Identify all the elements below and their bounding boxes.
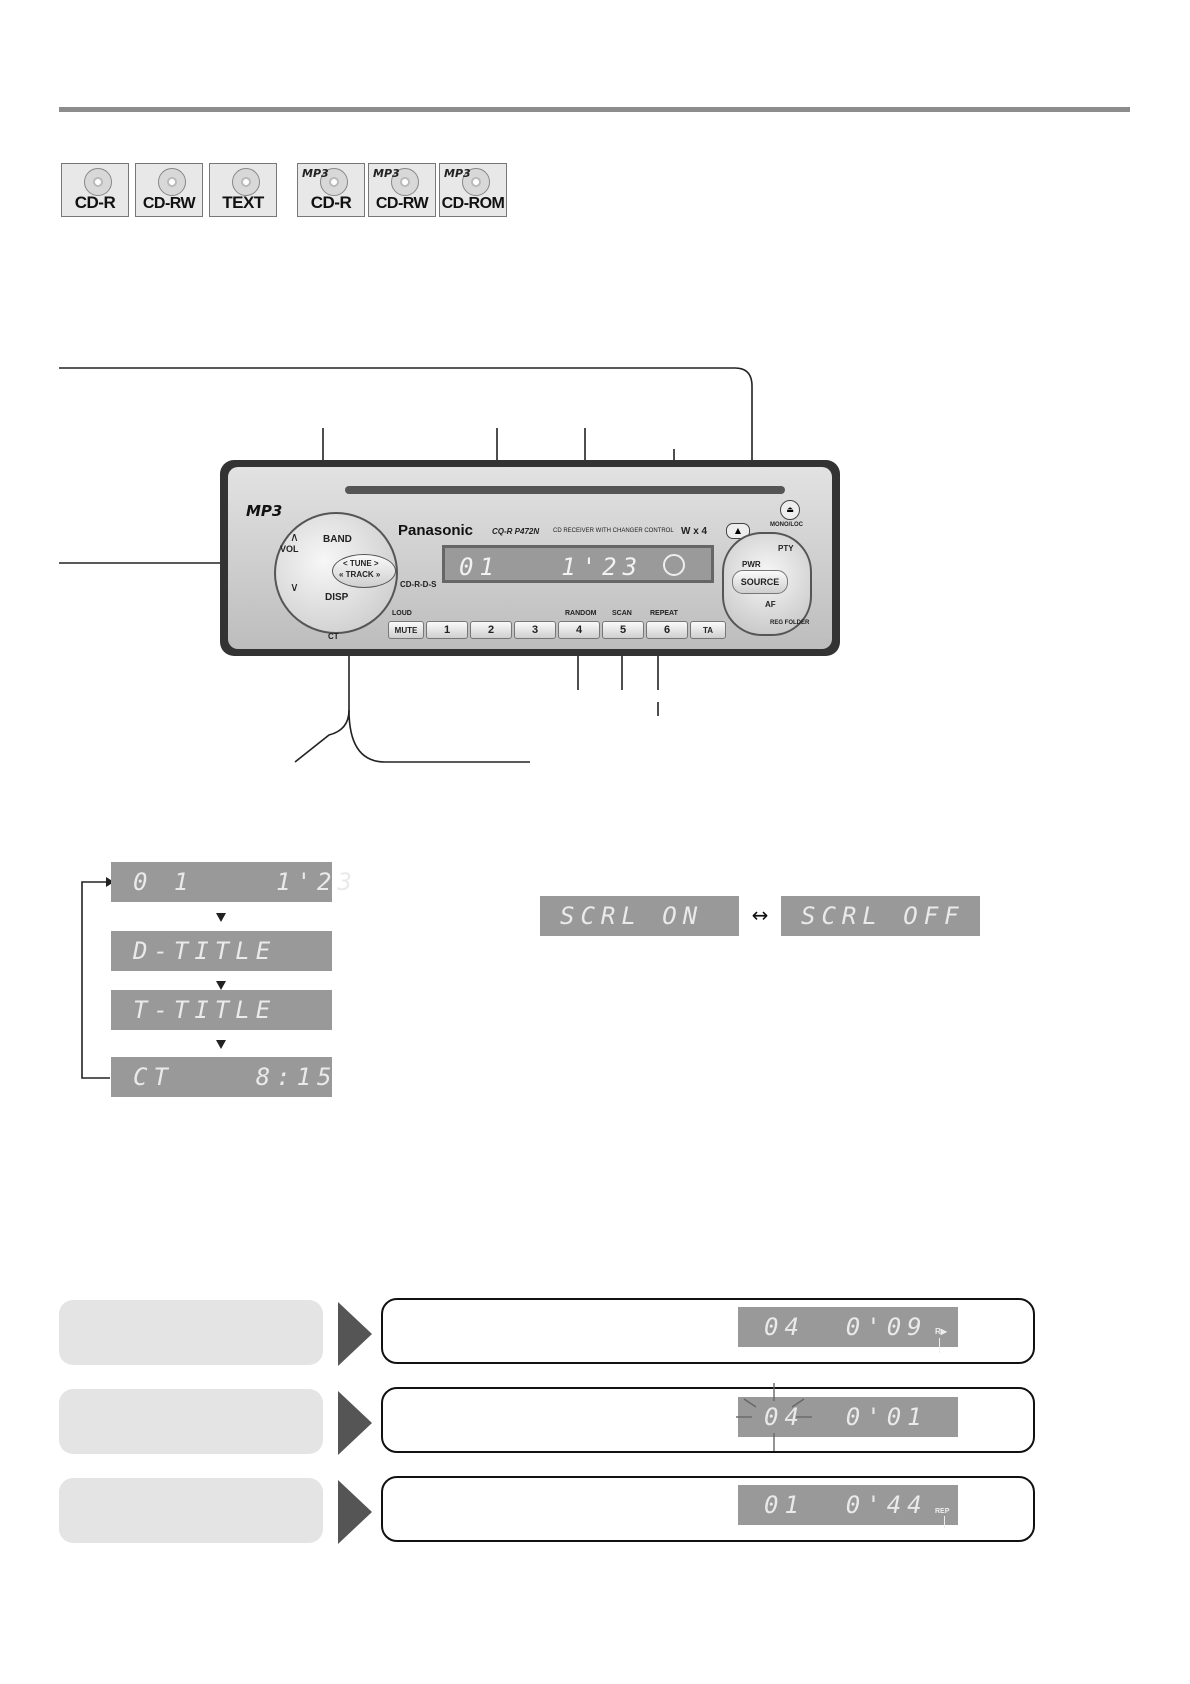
mp3-indicator-icon (663, 554, 685, 576)
source-callout-line (59, 367, 753, 532)
step-arrow-icon (338, 1391, 372, 1455)
disc-icon (158, 168, 186, 196)
disc-slot (345, 486, 785, 494)
random-label: RANDOM (565, 610, 597, 617)
car-stereo-unit: MP3 BAND VOL ∨ ∧ < TUNE > « TRACK » DISP… (220, 460, 840, 656)
repeat-label: REPEAT (650, 610, 678, 617)
random-result-box: 04 0'09 R▶ (381, 1298, 1035, 1364)
display-state-track-title: T-TITLE (111, 990, 332, 1030)
loud-label: LOUD (392, 610, 412, 617)
flow-arrow-down-icon (216, 1040, 226, 1049)
preset-1-button[interactable]: 1 (426, 621, 468, 639)
disc-icon (232, 168, 260, 196)
badge-label: CD-RW (375, 195, 429, 212)
cd-r-badge: CD-R (61, 163, 129, 217)
mono-loc-label: MONO/LOC (770, 522, 803, 528)
mp3-logo: MP3 (302, 167, 329, 180)
source-button[interactable]: SOURCE (732, 570, 788, 594)
blinking-indicator-icon (736, 1383, 812, 1451)
cycle-return-arrow (81, 877, 114, 1079)
badge-label: CD-ROM (441, 195, 505, 212)
scroll-on-display: SCRL ON (540, 896, 739, 936)
repeat-indicator: REP (935, 1508, 950, 1515)
ct-label: CT (328, 632, 339, 641)
vol-label: VOL (280, 544, 299, 554)
eject-icon[interactable]: ⏏ (780, 500, 800, 520)
cd-rw-badge: CD-RW (135, 163, 203, 217)
ta-button[interactable]: TA (690, 621, 726, 639)
random-indicator: R▶ (935, 1327, 947, 1336)
brand-name: Panasonic (398, 522, 474, 539)
model-name: CQ-R P472N (492, 527, 540, 536)
preset-5-scan-button[interactable]: 5 (602, 621, 644, 639)
flow-arrow-down-icon (216, 913, 226, 922)
random-indicator-pointer (939, 1338, 940, 1353)
band-label: BAND (323, 534, 352, 545)
preset-2-button[interactable]: 2 (470, 621, 512, 639)
mp3-logo: MP3 (444, 167, 471, 180)
af-label: AF (765, 600, 776, 609)
mp3-logo: MP3 (246, 502, 283, 520)
scan-result-display: 04 0'01 (738, 1397, 958, 1437)
badge-label: CD-R (310, 193, 352, 212)
mp3-cd-rw-badge: MP3 CD-RW (368, 163, 436, 217)
flow-arrow-down-icon (216, 981, 226, 990)
watts-label: W x 4 (681, 526, 708, 537)
mute-button[interactable]: MUTE (388, 621, 424, 639)
cdrds-logo: CD-R-D-S (400, 580, 437, 589)
pty-label: PTY (778, 544, 794, 553)
text-badge: TEXT (209, 163, 277, 217)
reg-folder-label: REG FOLDER (770, 620, 810, 626)
scan-result-box: 04 0'01 (381, 1383, 1035, 1453)
pwr-label: PWR (742, 560, 761, 569)
tune-track-button[interactable] (332, 554, 396, 588)
mp3-logo: MP3 (373, 167, 400, 180)
step-arrow-icon (338, 1302, 372, 1366)
badge-label: CD-R (74, 193, 116, 212)
vol-down-icon: ∨ (290, 580, 299, 594)
display-state-time: 0 1 1'23 (111, 862, 352, 902)
scan-step-panel (59, 1389, 323, 1454)
preset-3-button[interactable]: 3 (514, 621, 556, 639)
mp3-cd-r-badge: MP3 CD-R (297, 163, 365, 217)
random-result-display: 04 0'09 (738, 1307, 958, 1347)
disc-icon (84, 168, 112, 196)
disp-callout-right (348, 709, 530, 763)
track-label: « TRACK » (339, 570, 381, 579)
preset-6-repeat-button[interactable]: 6 (646, 621, 688, 639)
step-arrow-icon (338, 1480, 372, 1544)
section-header-rule (59, 107, 1130, 112)
display-state-disc-title: D-TITLE (111, 931, 332, 971)
scan-label: SCAN (612, 610, 632, 617)
toggle-arrow-icon: ↔ (751, 903, 769, 927)
disp-label: DISP (325, 592, 349, 603)
repeat-step-panel (59, 1478, 323, 1543)
disc-icon (391, 168, 419, 196)
repeat-result-display: 01 0'44 (738, 1485, 958, 1525)
badge-label: CD-RW (142, 195, 196, 212)
vol-up-icon: ∧ (290, 530, 299, 544)
disc-icon (462, 168, 490, 196)
mp3-cd-rom-badge: MP3 CD-ROM (439, 163, 507, 217)
display-state-clock: CT 8:15 (111, 1057, 332, 1097)
scroll-off-display: SCRL OFF (781, 896, 980, 936)
callout-lines (59, 367, 753, 763)
badge-label: TEXT (222, 193, 264, 212)
repeat-indicator-pointer (944, 1516, 945, 1528)
tune-label: < TUNE > (343, 559, 379, 568)
disc-icon (320, 168, 348, 196)
preset-4-random-button[interactable]: 4 (558, 621, 600, 639)
unit-subtitle: CD RECEIVER WITH CHANGER CONTROL (553, 528, 674, 534)
repeat-result-box: 01 0'44 REP (381, 1476, 1035, 1542)
random-step-panel (59, 1300, 323, 1365)
